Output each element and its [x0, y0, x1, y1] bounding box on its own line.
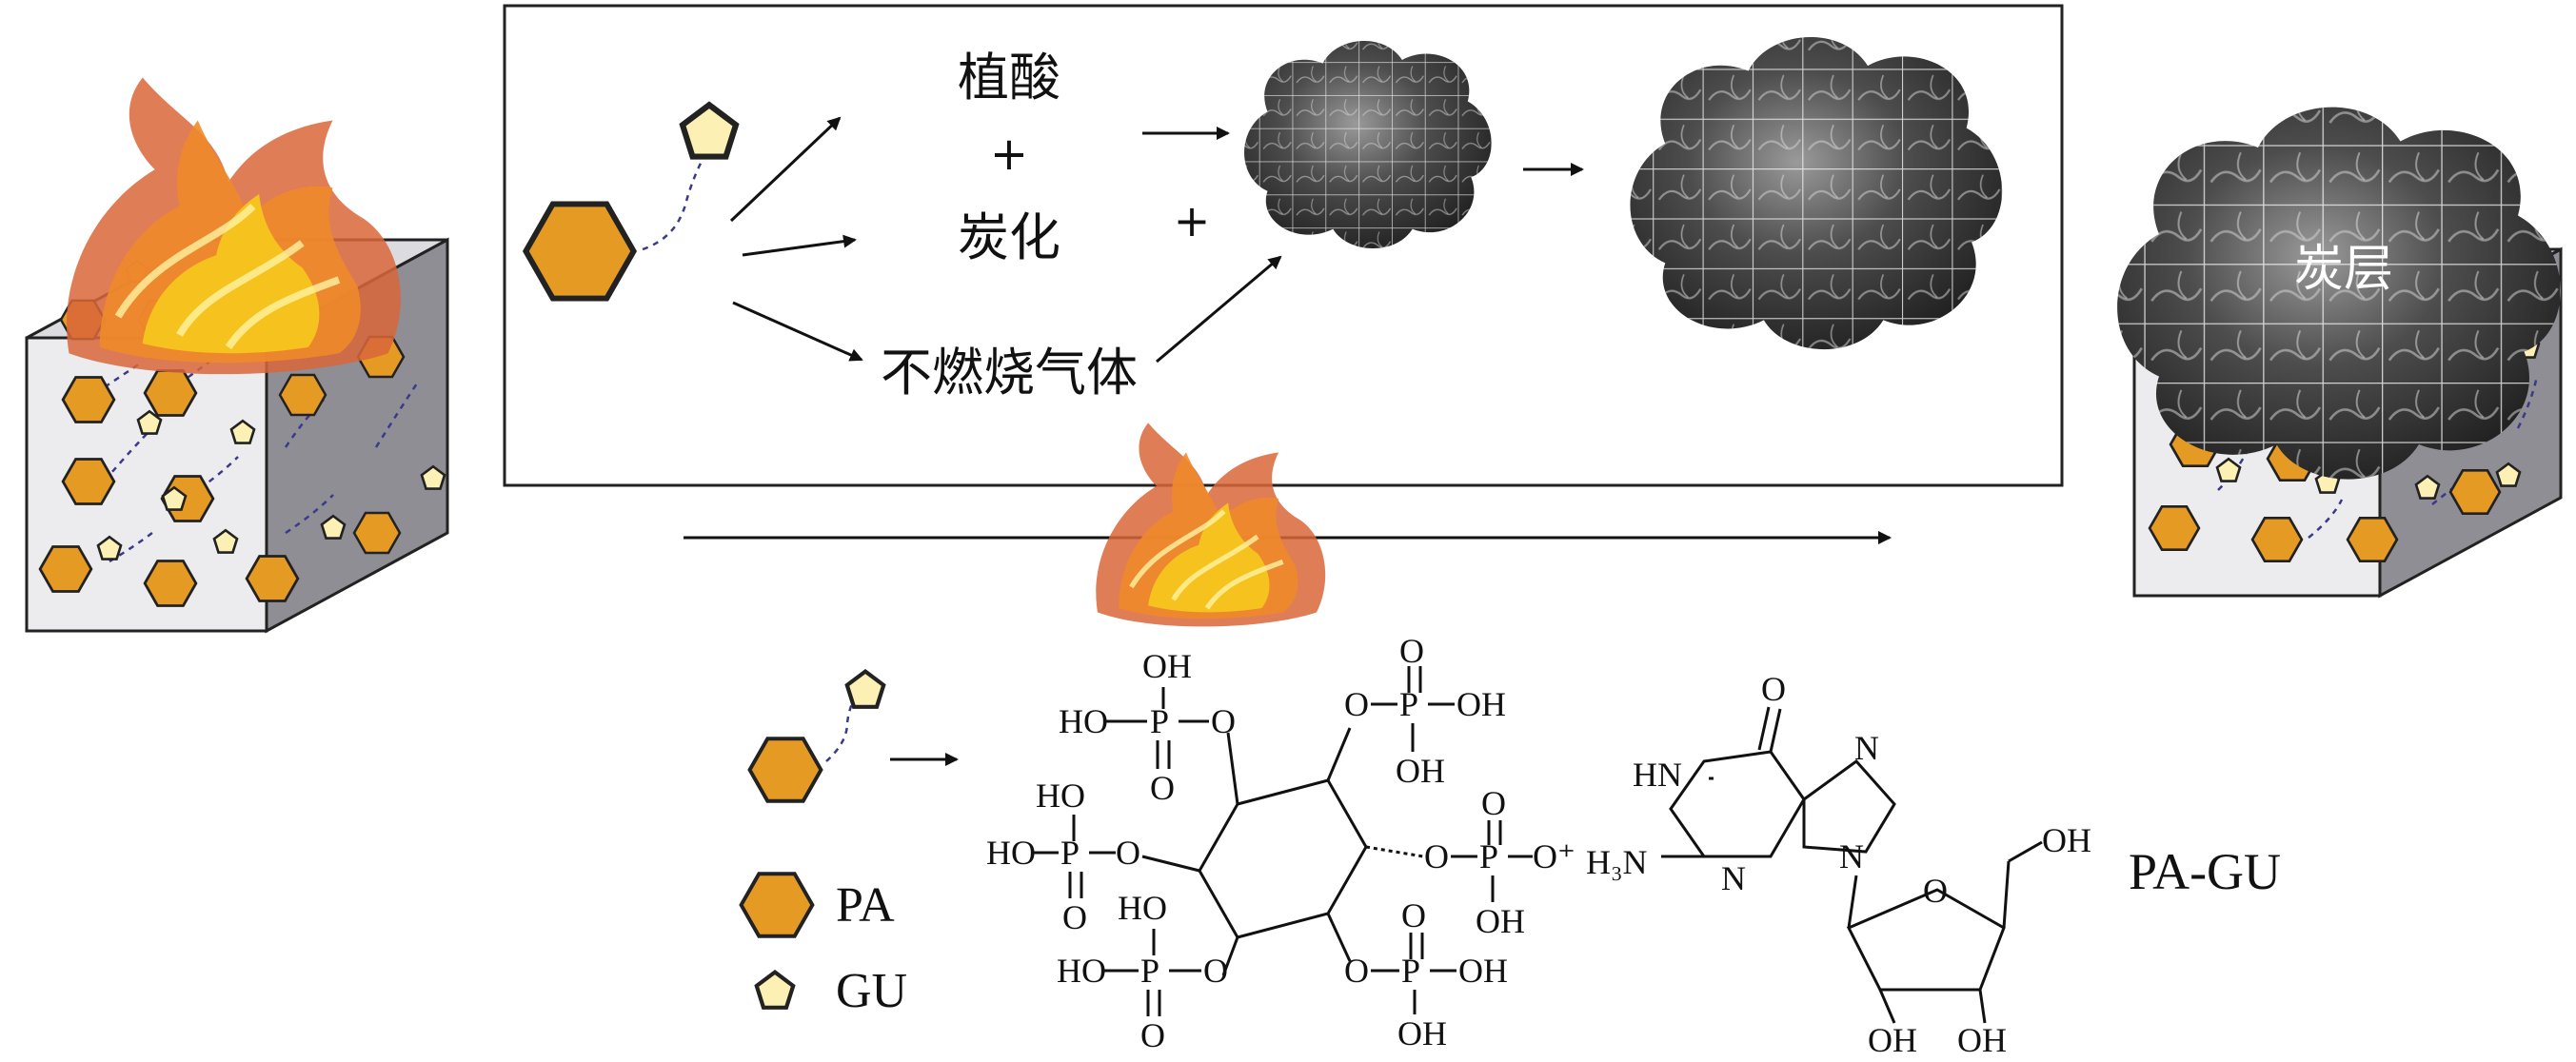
- chem-o: O: [1211, 702, 1236, 740]
- guanosine-structure: H₃N HN N O N N O OH OH OH: [1586, 670, 2091, 1059]
- chem-o: O: [1761, 670, 1786, 708]
- chem-p: P: [1399, 685, 1418, 723]
- chem-o-plus: O⁺: [1533, 837, 1575, 875]
- chem-o: O: [1399, 632, 1424, 670]
- chem-o: O: [1062, 898, 1087, 936]
- chem-o: O: [1150, 769, 1175, 807]
- chem-o: O: [1203, 952, 1228, 990]
- chem-o: O: [1923, 872, 1948, 910]
- reagent-plus: +: [990, 128, 1028, 181]
- arrow-to-gas: [732, 301, 863, 362]
- chem-oh: OH: [1476, 902, 1525, 940]
- chem-n: N: [1721, 859, 1746, 897]
- pa-hexagon-icon: [739, 872, 815, 938]
- chem-oh: OH: [1142, 647, 1192, 685]
- arrow-gas-to-char: [1156, 255, 1282, 364]
- chem-n: N: [1839, 837, 1864, 875]
- chem-o: O: [1344, 952, 1369, 990]
- phytic-acid-structure: OH HO P O O O P O OH OH HO HO P O O O: [986, 632, 1575, 1054]
- gas-label: 不燃烧气体: [881, 343, 1138, 403]
- gu-pentagon-icon: [757, 973, 793, 1008]
- chem-o: O: [1401, 896, 1426, 934]
- chem-o: O: [1344, 685, 1369, 723]
- chem-p: P: [1401, 952, 1420, 990]
- reagent-line2: 炭化: [958, 207, 1060, 267]
- chem-oh: OH: [2042, 821, 2091, 859]
- chem-p: P: [1140, 952, 1159, 990]
- chem-o: O: [1481, 784, 1506, 822]
- chem-o: O: [1424, 837, 1449, 875]
- chem-oh: OH: [1868, 1021, 1917, 1059]
- chem-o: O: [1140, 1016, 1165, 1054]
- legend-pa-label: PA: [836, 878, 895, 933]
- chem-oh: OH: [1397, 1014, 1447, 1052]
- chem-p: P: [1060, 834, 1080, 872]
- chem-n: N: [1854, 729, 1879, 767]
- molecular-chain-icon: [525, 105, 736, 298]
- pa-hexagon-icon: [750, 738, 822, 801]
- reagent-line1: 植酸: [958, 48, 1060, 108]
- char-layer-icon: [1630, 36, 2003, 350]
- chem-oh: OH: [1957, 1021, 2007, 1059]
- chem-oh: OH: [1456, 685, 1506, 723]
- chem-ho: HO: [1057, 952, 1106, 990]
- arrow-to-carbonization: [742, 234, 857, 257]
- legend-gu-label: GU: [836, 964, 907, 1018]
- chem-o: O: [1116, 834, 1140, 872]
- chem-ho: HO: [986, 834, 1036, 872]
- flame-icon: [67, 77, 401, 374]
- chem-hn: HN: [1633, 756, 1682, 794]
- gu-pentagon-icon: [847, 672, 883, 707]
- compound-label: PA-GU: [2129, 843, 2281, 900]
- legend: PA GU: [739, 672, 959, 1018]
- left-material-cube: [25, 77, 449, 634]
- char-layer-icon: [1244, 40, 1492, 249]
- chem-p: P: [1150, 702, 1169, 740]
- flame-icon: [1096, 423, 1325, 626]
- chem-oh: OH: [1458, 952, 1508, 990]
- chem-ho: HO: [1118, 889, 1167, 927]
- chem-oh: OH: [1396, 752, 1445, 790]
- arrow-to-reagent: [729, 116, 842, 223]
- chem-p: P: [1479, 837, 1498, 875]
- right-charred-cube: 炭层: [2117, 107, 2563, 599]
- chem-ho: HO: [1036, 777, 1085, 815]
- chem-h3n: H₃N: [1586, 843, 1648, 881]
- process-box: 植酸 + 炭化 不燃烧气体 +: [503, 4, 2064, 487]
- chem-ho: HO: [1059, 702, 1108, 740]
- char-label: 炭层: [2294, 241, 2393, 298]
- combustion-arrow: [684, 423, 1892, 626]
- combine-plus: +: [1174, 195, 1211, 246]
